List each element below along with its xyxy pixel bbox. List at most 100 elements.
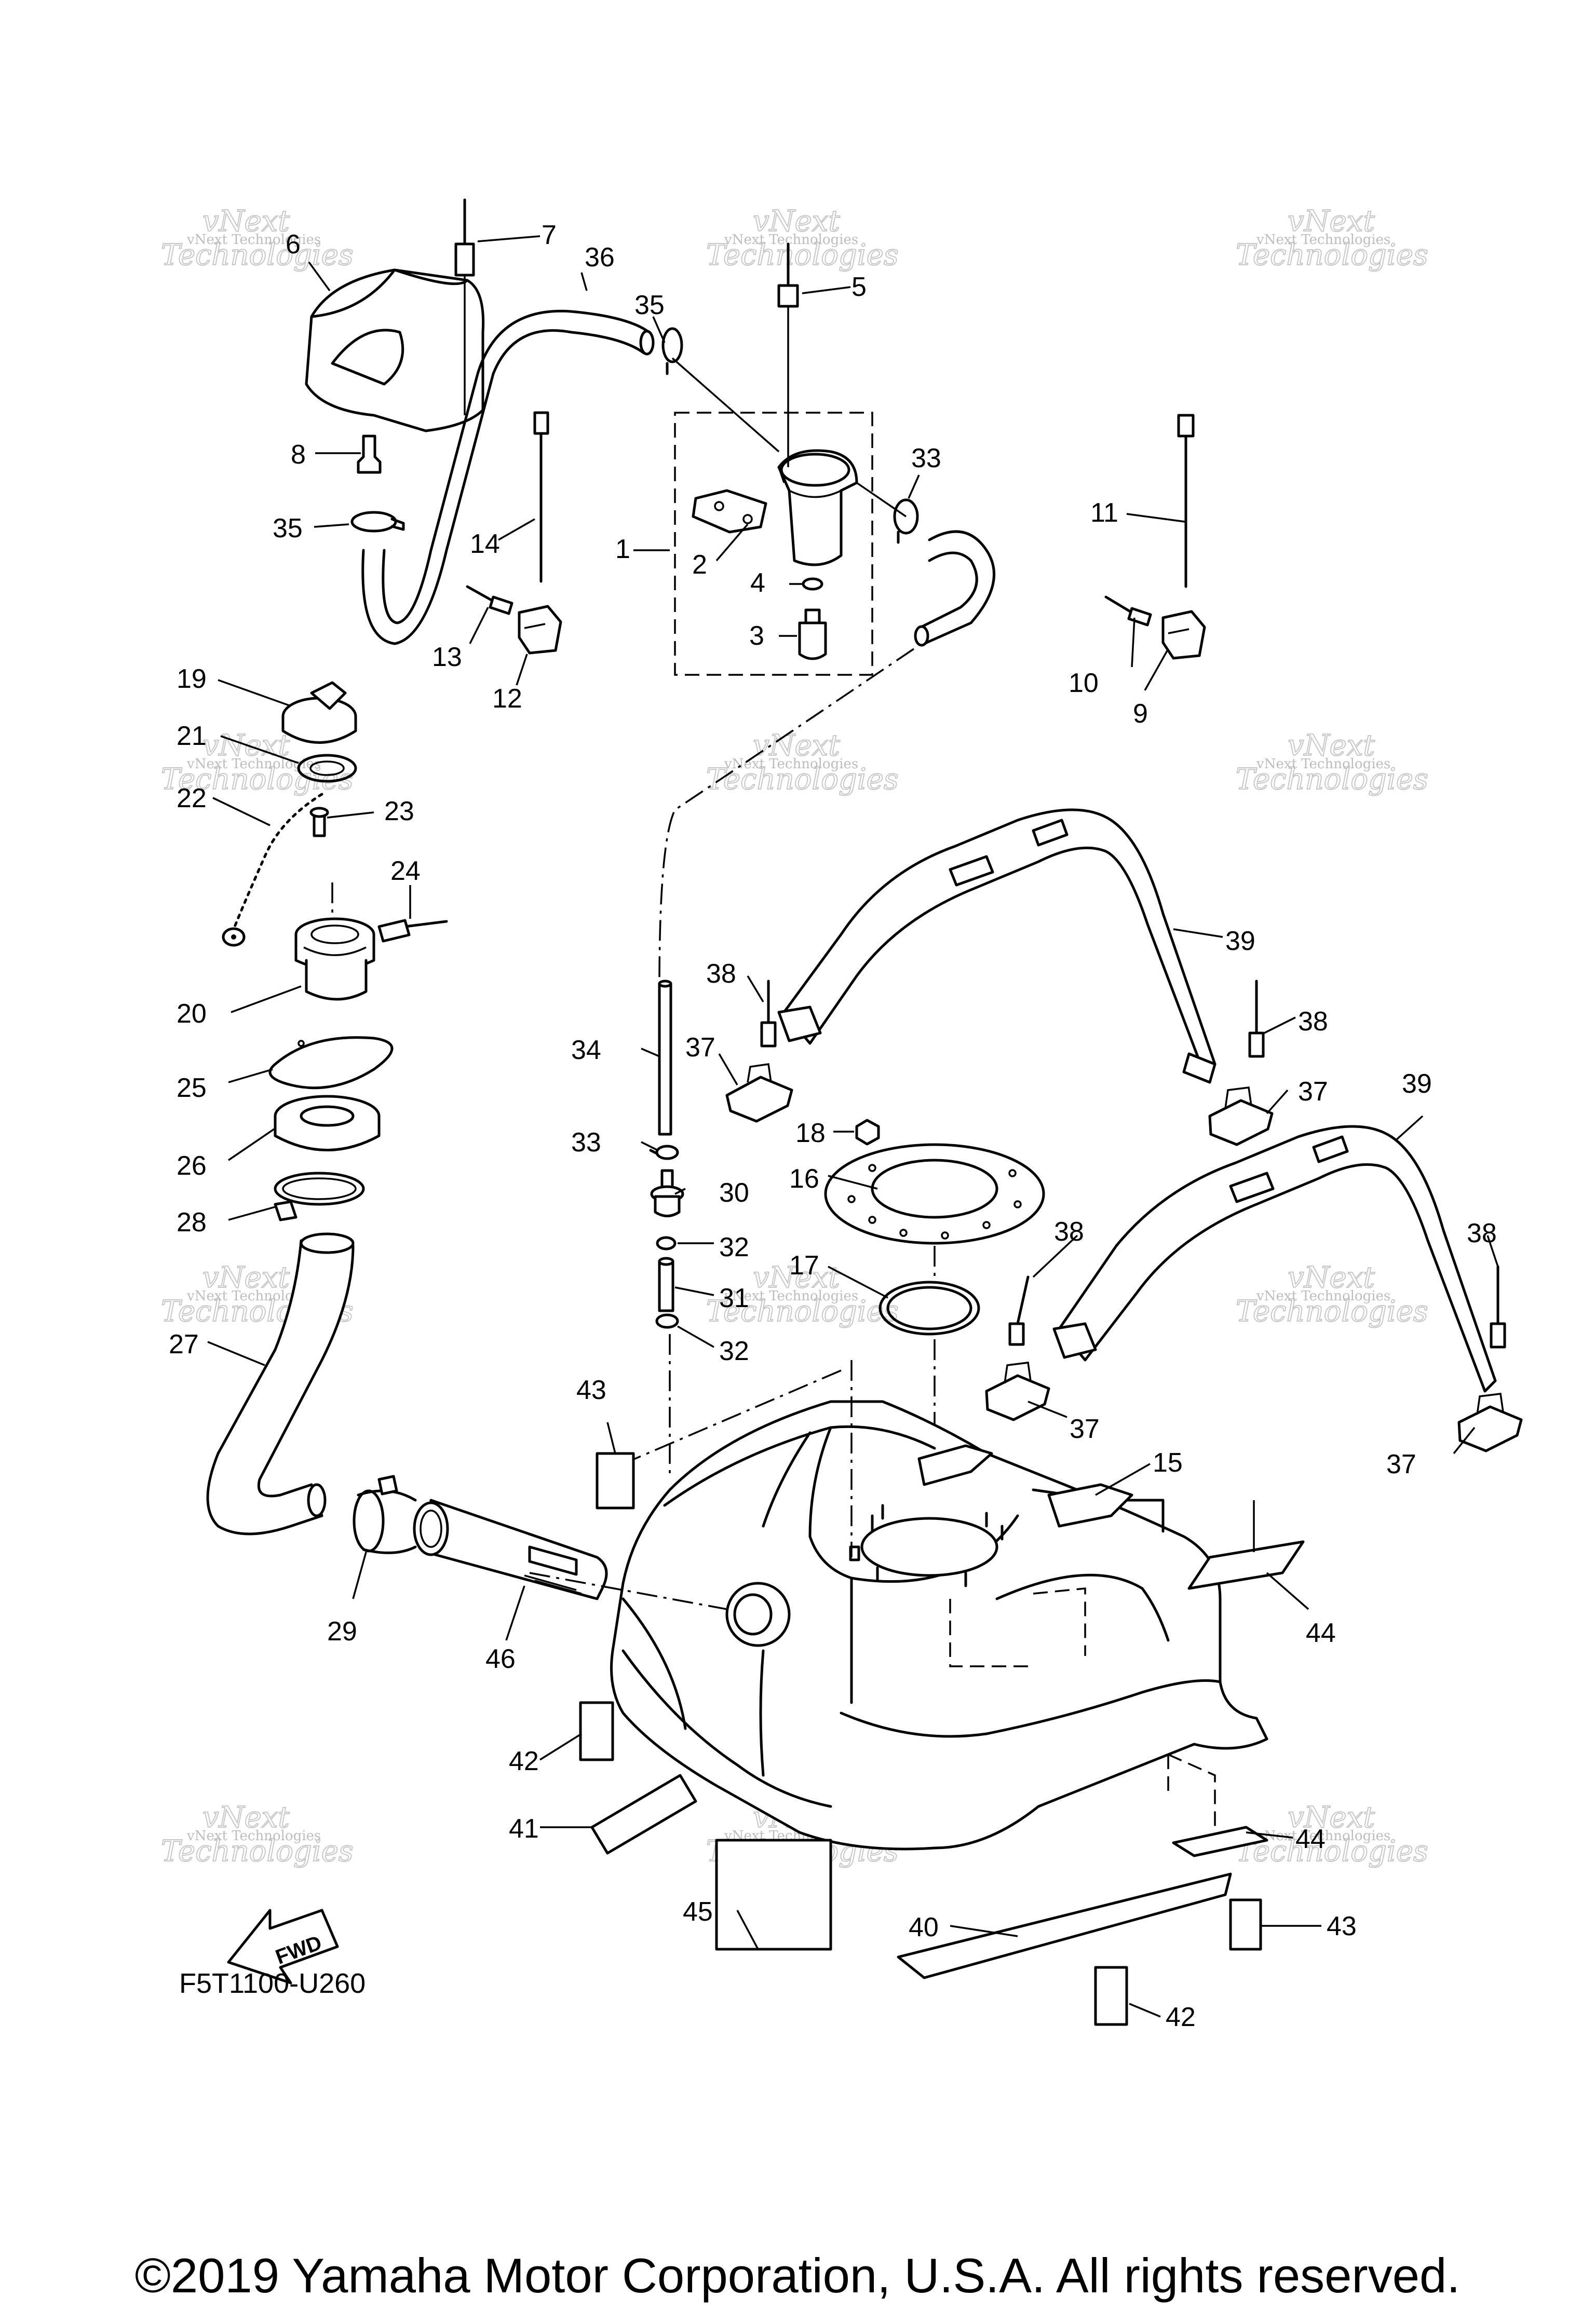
- part-pad-43-upper: [596, 1452, 635, 1510]
- part-hose-right: [914, 530, 995, 647]
- part-rivet-38-b: [1248, 980, 1265, 1058]
- callout-44: 44: [1306, 1618, 1336, 1648]
- part-rivet-24: [377, 919, 448, 943]
- callout-16: 16: [789, 1164, 819, 1194]
- watermark: vNext Technologies vNext Technologies: [160, 1800, 354, 1869]
- callout-25: 25: [177, 1073, 207, 1103]
- part-nut-26: [274, 1095, 381, 1151]
- part-cable-tie-11: [1177, 414, 1195, 588]
- callout-5: 5: [851, 272, 867, 302]
- callout-9: 9: [1133, 699, 1148, 729]
- callout-23: 23: [384, 796, 414, 826]
- svg-text:vNext Technologies: vNext Technologies: [186, 232, 321, 248]
- part-nut-18: [855, 1119, 880, 1146]
- part-pad-42-lower: [1094, 1966, 1128, 2026]
- part-clamp-32-lower: [655, 1313, 679, 1329]
- part-washer-25: [268, 1036, 394, 1090]
- part-ring-plate-16: [824, 1143, 1045, 1245]
- svg-text:vNext: vNext: [1288, 1801, 1375, 1834]
- callout-31: 31: [719, 1283, 749, 1313]
- part-hose-27: [206, 1232, 355, 1535]
- callout-33b: 33: [571, 1127, 601, 1158]
- svg-text:Technologies: Technologies: [1236, 763, 1428, 796]
- watermark: vNext Technologies vNext Technologies: [706, 728, 899, 797]
- svg-text:vNext Technologies: vNext Technologies: [186, 1828, 321, 1844]
- callout-43b: 43: [1327, 1911, 1357, 1941]
- svg-text:vNext: vNext: [1288, 1261, 1375, 1295]
- part-pad-44-upper: [1187, 1540, 1305, 1590]
- watermark: vNext Technologies vNext Technologies: [1235, 728, 1429, 797]
- part-pad-44-lower: [1172, 1826, 1268, 1857]
- part-holder-12: [518, 605, 562, 655]
- callout-10: 10: [1069, 668, 1099, 698]
- callout-38c: 38: [1054, 1217, 1084, 1247]
- part-gasket-21: [297, 754, 357, 783]
- callout-14: 14: [470, 529, 500, 559]
- callout-37d: 37: [1386, 1449, 1416, 1479]
- callout-32: 32: [719, 1232, 749, 1262]
- callout-21: 21: [177, 721, 207, 751]
- callout-18: 18: [795, 1118, 826, 1148]
- part-pad-40: [897, 1872, 1232, 1979]
- svg-text:Technologies: Technologies: [706, 1295, 899, 1328]
- svg-text:vNext: vNext: [1288, 729, 1375, 763]
- callout-3: 3: [749, 621, 764, 651]
- svg-text:Technologies: Technologies: [161, 1834, 354, 1868]
- svg-text:vNext: vNext: [1288, 205, 1375, 238]
- part-clamp-29: [353, 1475, 417, 1554]
- part-gasket-17: [878, 1281, 980, 1336]
- callout-6: 6: [286, 229, 301, 260]
- part-screw-23: [309, 807, 329, 837]
- svg-text:Technologies: Technologies: [161, 763, 354, 796]
- part-clamp-32-upper: [656, 1236, 677, 1251]
- callout-46: 46: [485, 1644, 516, 1674]
- callout-27: 27: [169, 1329, 199, 1360]
- callout-8: 8: [291, 440, 306, 470]
- svg-text:vNext Technologies: vNext Technologies: [724, 1288, 858, 1304]
- part-clamp-28: [274, 1172, 365, 1221]
- svg-text:Technologies: Technologies: [706, 763, 899, 796]
- watermark: vNext Technologies vNext Technologies: [706, 1260, 899, 1329]
- part-pipe-46: [413, 1499, 608, 1600]
- callout-28: 28: [177, 1207, 207, 1238]
- callout-11: 11: [1090, 498, 1118, 528]
- callout-29: 29: [327, 1616, 357, 1647]
- callout-20: 20: [177, 999, 207, 1029]
- callout-32b: 32: [719, 1336, 749, 1366]
- callout-12: 12: [492, 684, 522, 714]
- callout-35: 35: [634, 290, 665, 320]
- leader-lines: [207, 235, 1499, 2018]
- part-rivet-13: [466, 585, 513, 615]
- part-holder-9: [1161, 610, 1206, 660]
- part-pad-45: [715, 1839, 832, 1951]
- svg-text:vNext: vNext: [202, 1261, 290, 1295]
- svg-text:vNext: vNext: [753, 1261, 840, 1295]
- callout-19: 19: [177, 664, 207, 694]
- part-pad-42-left: [579, 1701, 614, 1761]
- svg-text:vNext Technologies: vNext Technologies: [1256, 232, 1390, 248]
- part-rivet-38-c: [1008, 1275, 1030, 1346]
- callout-42b: 42: [1166, 2002, 1196, 2032]
- callout-39: 39: [1225, 926, 1255, 956]
- svg-text:vNext Technologies: vNext Technologies: [1256, 1288, 1390, 1304]
- part-chain-22: [222, 793, 323, 947]
- callout-34: 34: [571, 1035, 601, 1065]
- part-clamp-35-left: [350, 511, 405, 533]
- svg-text:vNext Technologies: vNext Technologies: [724, 756, 858, 772]
- part-clamp-33-top: [893, 498, 919, 544]
- callout-41: 41: [509, 1814, 539, 1844]
- callout-7: 7: [542, 220, 557, 250]
- callout-4: 4: [750, 568, 765, 598]
- svg-text:Technologies: Technologies: [161, 238, 354, 272]
- part-holder-37-lower: [985, 1362, 1050, 1421]
- part-rivet-10: [1104, 595, 1152, 627]
- callout-33: 33: [911, 443, 941, 473]
- watermark: vNext Technologies vNext Technologies: [160, 728, 354, 797]
- svg-text:Technologies: Technologies: [1236, 238, 1428, 272]
- callout-35b: 35: [273, 513, 303, 543]
- callout-37c: 37: [1070, 1414, 1100, 1444]
- svg-text:vNext: vNext: [753, 729, 840, 763]
- part-holder-37-right-lower: [1457, 1393, 1523, 1452]
- copyright-notice: ©2019 Yamaha Motor Corporation, U.S.A. A…: [134, 2248, 1461, 2303]
- callout-43: 43: [576, 1375, 606, 1405]
